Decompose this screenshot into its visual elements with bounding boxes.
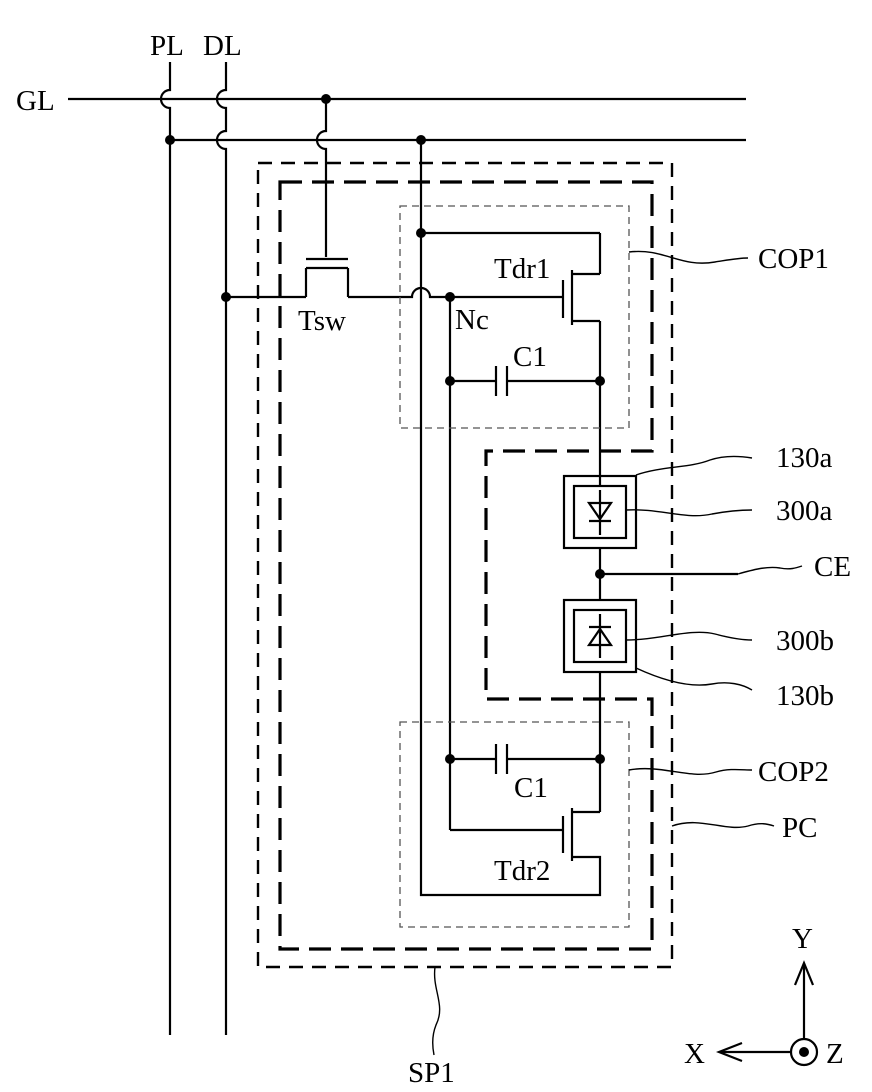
region-cop2 [400,722,629,927]
label-tdr2: Tdr2 [494,855,550,887]
junction-dots [165,94,605,764]
region-cop1 [400,206,629,428]
label-130b: 130b [776,680,834,712]
label-gl: GL [16,85,55,117]
label-axis-x: X [684,1038,705,1070]
capacitor-c1-bottom [450,744,600,774]
label-300a: 300a [776,495,833,527]
label-dl: DL [203,30,242,62]
label-axis-z: Z [826,1038,844,1070]
leader-lines [433,251,802,1055]
power-line-pl [161,62,170,1035]
label-ce: CE [814,551,851,583]
axis-indicator [719,963,817,1065]
label-c1-top: C1 [513,341,547,373]
region-sp1 [258,163,672,967]
label-tdr1: Tdr1 [494,253,550,285]
led-130b [564,600,636,812]
label-nc: Nc [455,304,489,336]
label-axis-y: Y [792,923,813,955]
label-cop2: COP2 [758,756,829,788]
label-300b: 300b [776,625,834,657]
label-cop1: COP1 [758,243,829,275]
data-line-dl [217,62,226,1035]
label-130a: 130a [776,442,833,474]
label-pc: PC [782,812,817,844]
label-sp1: SP1 [408,1057,455,1089]
switch-transistor-tsw [226,259,450,297]
drive-transistor-tdr2 [450,808,600,861]
label-tsw: Tsw [298,305,346,337]
tsw-gate-wire [317,99,326,257]
led-130a [564,476,636,600]
label-c1-bottom: C1 [514,772,548,804]
label-pl: PL [150,30,184,62]
drive-transistor-tdr1 [450,270,600,477]
